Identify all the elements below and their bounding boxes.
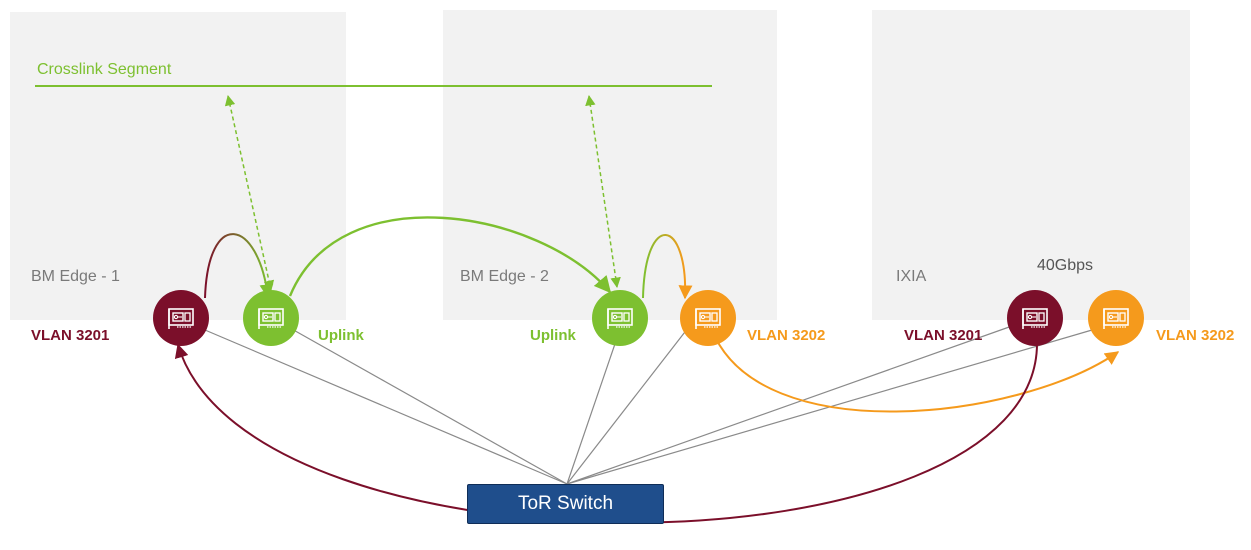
host-label-edge2: BM Edge - 2 <box>460 268 549 285</box>
host-panel-ixia <box>872 10 1190 320</box>
nic-ixia-vlan-a <box>1007 290 1063 346</box>
edge2-uplink-label: Uplink <box>530 327 576 344</box>
edge1-internal-path <box>204 233 274 299</box>
edge1-vlan-label: VLAN 3201 <box>31 327 110 344</box>
edge1-to-edge2-path <box>288 216 612 297</box>
edge2-vlan-label: VLAN 3202 <box>747 327 826 344</box>
ixia-vlan-b-label: VLAN 3202 <box>1156 327 1235 344</box>
edge2-to-ixia-path <box>711 329 1120 413</box>
edge1-uplink-label: Uplink <box>318 327 364 344</box>
nic-edge2-vlan <box>680 290 736 346</box>
nic-edge2-uplink <box>592 290 648 346</box>
nic-edge1-uplink <box>243 290 299 346</box>
ixia-speed-label: 40Gbps <box>1037 257 1094 274</box>
host-label-ixia: IXIA <box>896 268 927 285</box>
crosslink-segment-label: Crosslink Segment <box>37 61 172 78</box>
nic-ixia-vlan-b <box>1088 290 1144 346</box>
host-panel-edge1 <box>10 12 346 320</box>
nic-edge1-vlan <box>153 290 209 346</box>
ixia-vlan-a-label: VLAN 3201 <box>904 327 983 344</box>
tor-links <box>204 325 1093 485</box>
edge1-crosslink-dashed <box>224 94 275 292</box>
edge2-internal-path <box>642 234 693 300</box>
tor-switch: ToR Switch <box>467 484 664 524</box>
host-label-edge1: BM Edge - 1 <box>31 268 120 285</box>
tor-switch-label: ToR Switch <box>517 493 614 514</box>
